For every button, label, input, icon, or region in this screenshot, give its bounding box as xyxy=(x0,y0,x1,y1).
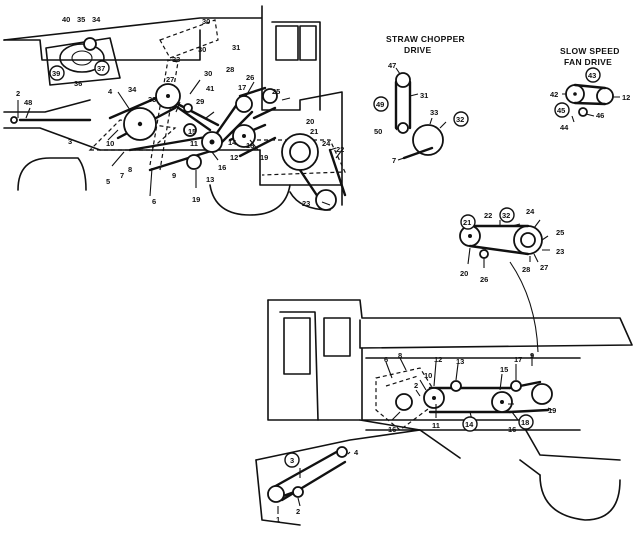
top-left-callouts: 40 35 34 30 31 30 33 27 30 28 26 25 2 48… xyxy=(16,15,344,208)
svg-text:7: 7 xyxy=(392,156,396,165)
straw-chopper-drive: STRAW CHOPPER DRIVE 47 31 49 50 33 32 7 xyxy=(373,34,469,165)
svg-text:19: 19 xyxy=(192,195,200,204)
svg-text:33: 33 xyxy=(148,95,156,104)
svg-text:21: 21 xyxy=(463,218,471,227)
svg-text:16: 16 xyxy=(508,425,516,434)
svg-text:9: 9 xyxy=(530,351,534,360)
svg-text:34: 34 xyxy=(128,85,137,94)
svg-text:12: 12 xyxy=(622,93,630,102)
svg-text:STRAW CHOPPER: STRAW CHOPPER xyxy=(386,34,465,44)
svg-text:8: 8 xyxy=(398,351,402,360)
svg-text:30: 30 xyxy=(202,17,210,26)
bottom-callouts: 6 8 12 13 17 9 10 2 15 19 11 14 18 16 3 … xyxy=(276,351,556,524)
svg-text:14: 14 xyxy=(465,420,474,429)
svg-text:44: 44 xyxy=(560,123,569,132)
svg-text:43: 43 xyxy=(588,71,596,80)
slow-speed-fan-drive: SLOW SPEED FAN DRIVE 43 42 12 45 46 44 xyxy=(550,46,630,132)
svg-text:23: 23 xyxy=(302,199,310,208)
svg-text:20: 20 xyxy=(306,117,314,126)
svg-text:6: 6 xyxy=(384,355,388,364)
svg-text:13: 13 xyxy=(206,175,214,184)
svg-text:9: 9 xyxy=(172,171,176,180)
svg-text:21: 21 xyxy=(310,127,318,136)
svg-text:29: 29 xyxy=(196,97,204,106)
svg-text:45: 45 xyxy=(557,106,565,115)
svg-text:50: 50 xyxy=(374,127,382,136)
svg-text:37: 37 xyxy=(97,64,105,73)
svg-text:34: 34 xyxy=(92,15,101,24)
svg-text:1: 1 xyxy=(276,515,280,524)
svg-text:33: 33 xyxy=(430,108,438,117)
svg-text:23: 23 xyxy=(556,247,564,256)
svg-text:17: 17 xyxy=(514,355,522,364)
inset-drive-detail: 21 22 32 24 25 23 20 26 28 27 xyxy=(459,207,564,353)
svg-text:5: 5 xyxy=(106,177,110,186)
svg-text:28: 28 xyxy=(522,265,530,274)
svg-text:32: 32 xyxy=(456,115,464,124)
svg-text:22: 22 xyxy=(336,145,344,154)
svg-text:10: 10 xyxy=(106,139,114,148)
svg-text:8: 8 xyxy=(128,165,132,174)
svg-text:12: 12 xyxy=(434,355,442,364)
svg-text:16: 16 xyxy=(218,163,226,172)
svg-text:30: 30 xyxy=(204,69,212,78)
svg-text:FAN DRIVE: FAN DRIVE xyxy=(564,57,612,67)
svg-text:17: 17 xyxy=(238,83,246,92)
svg-text:10: 10 xyxy=(424,371,432,380)
svg-text:31: 31 xyxy=(420,91,428,100)
svg-text:40: 40 xyxy=(62,15,70,24)
svg-text:20: 20 xyxy=(460,269,468,278)
svg-text:15: 15 xyxy=(500,365,508,374)
svg-text:DRIVE: DRIVE xyxy=(404,45,432,55)
top-combine-side-view: 40 35 34 30 31 30 33 27 30 28 26 25 2 48… xyxy=(3,5,347,216)
svg-text:4: 4 xyxy=(354,448,359,457)
svg-text:27: 27 xyxy=(540,263,548,272)
svg-text:3: 3 xyxy=(68,137,72,146)
svg-text:7: 7 xyxy=(120,171,124,180)
svg-text:16: 16 xyxy=(388,425,396,434)
svg-text:19: 19 xyxy=(548,406,556,415)
svg-text:18: 18 xyxy=(521,418,529,427)
svg-text:12: 12 xyxy=(230,153,238,162)
svg-text:24: 24 xyxy=(526,207,535,216)
svg-text:25: 25 xyxy=(272,87,280,96)
svg-text:41: 41 xyxy=(206,84,214,93)
svg-text:42: 42 xyxy=(550,90,558,99)
svg-text:26: 26 xyxy=(480,275,488,284)
svg-text:2: 2 xyxy=(16,89,20,98)
svg-text:30: 30 xyxy=(198,45,206,54)
bottom-combine-side-view: 6 8 12 13 17 9 10 2 15 19 11 14 18 16 3 … xyxy=(255,299,633,526)
svg-text:4: 4 xyxy=(108,87,113,96)
svg-text:22: 22 xyxy=(484,211,492,220)
svg-text:35: 35 xyxy=(77,15,85,24)
svg-text:6: 6 xyxy=(152,197,156,206)
svg-text:25: 25 xyxy=(556,228,564,237)
svg-text:47: 47 xyxy=(388,61,396,70)
svg-text:13: 13 xyxy=(456,357,464,366)
svg-text:31: 31 xyxy=(232,43,240,52)
svg-text:26: 26 xyxy=(246,73,254,82)
svg-text:27: 27 xyxy=(166,75,174,84)
svg-text:49: 49 xyxy=(376,100,384,109)
svg-text:19: 19 xyxy=(260,153,268,162)
svg-text:SLOW SPEED: SLOW SPEED xyxy=(560,46,620,56)
svg-text:3: 3 xyxy=(290,456,294,465)
svg-text:36: 36 xyxy=(74,79,82,88)
svg-text:18: 18 xyxy=(246,141,254,150)
svg-text:39: 39 xyxy=(52,69,60,78)
svg-text:14: 14 xyxy=(228,138,237,147)
svg-text:2: 2 xyxy=(296,507,300,516)
svg-text:48: 48 xyxy=(24,98,32,107)
svg-text:28: 28 xyxy=(226,65,234,74)
svg-text:24: 24 xyxy=(322,139,331,148)
svg-text:11: 11 xyxy=(432,421,440,430)
svg-text:32: 32 xyxy=(502,211,510,220)
svg-text:11: 11 xyxy=(190,139,198,148)
svg-text:46: 46 xyxy=(596,111,604,120)
svg-text:33: 33 xyxy=(172,55,180,64)
svg-text:2: 2 xyxy=(414,381,418,390)
svg-text:15: 15 xyxy=(188,127,196,136)
